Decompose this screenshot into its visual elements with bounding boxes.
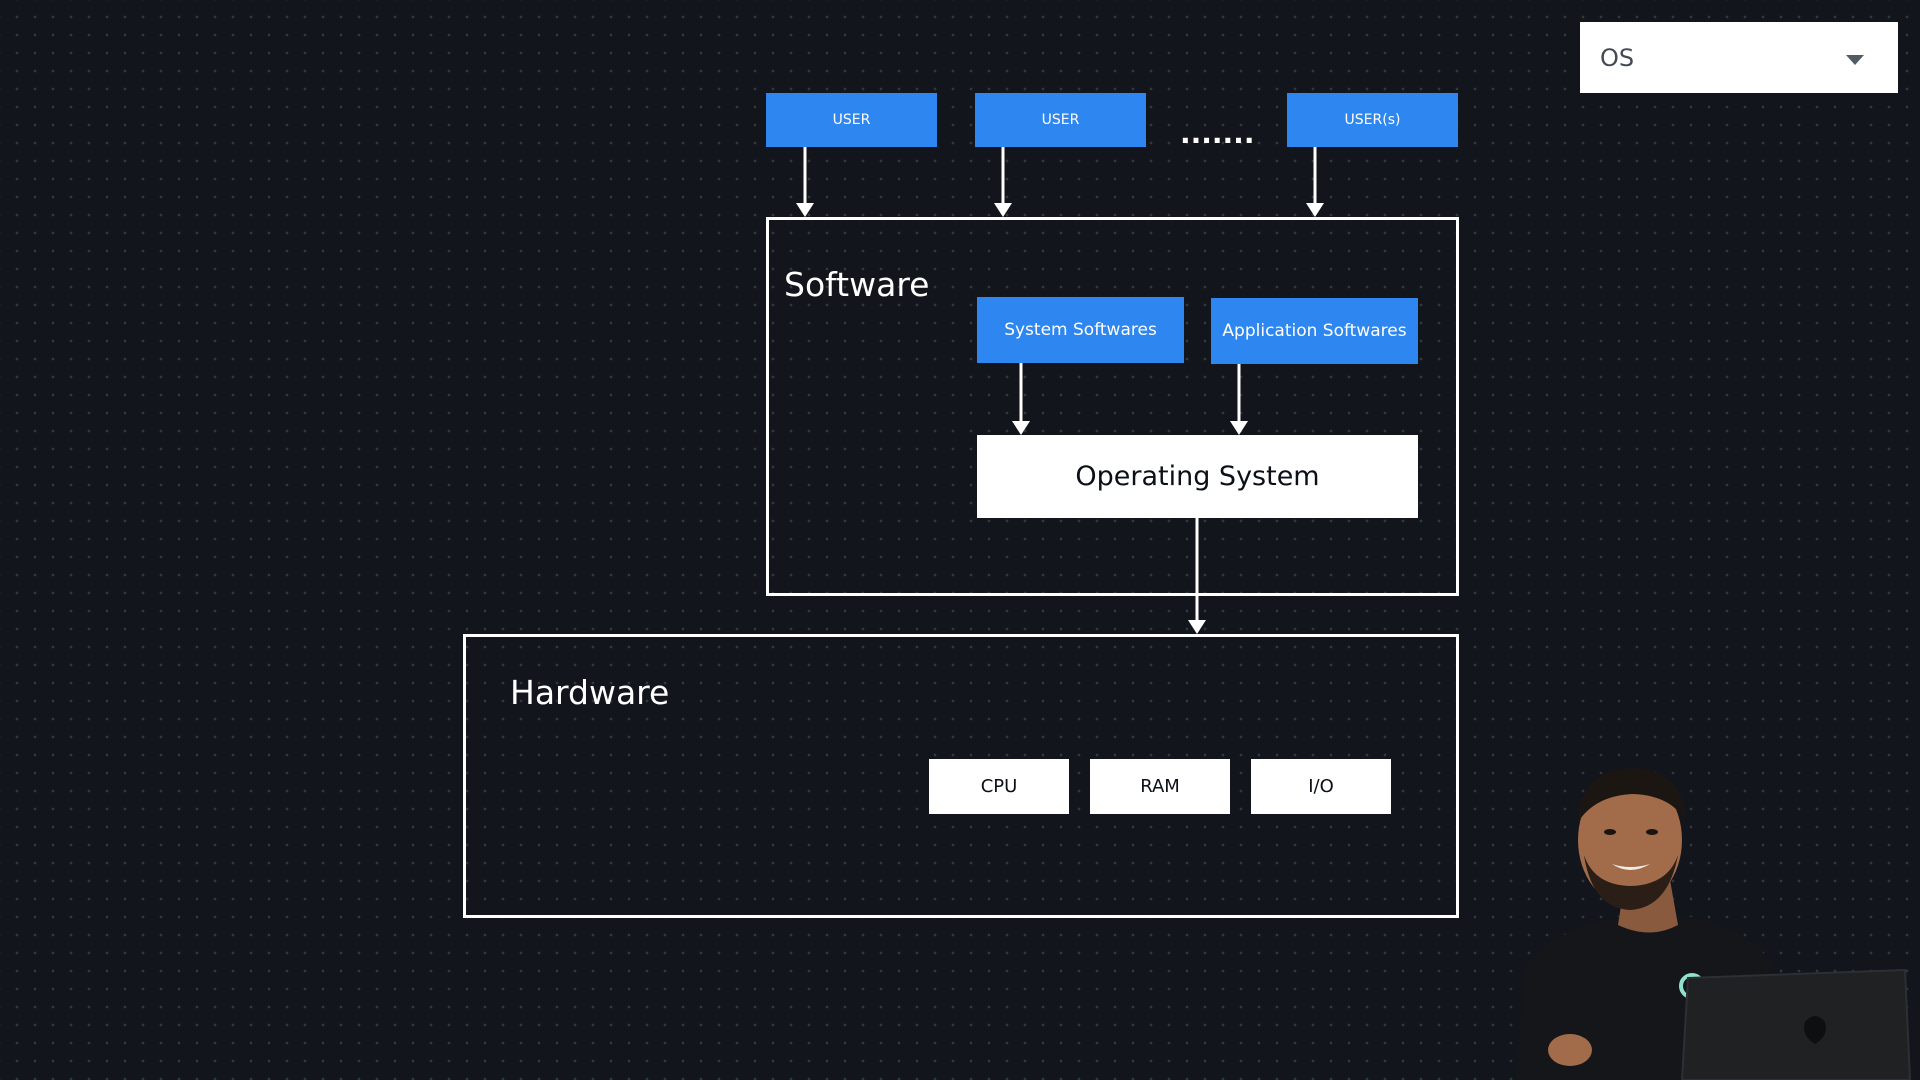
arrowhead-usern [1306,203,1324,217]
ram-box: RAM [1090,759,1230,814]
user-box-1: USER [766,93,937,147]
presenter-mouth [1612,864,1650,870]
presenter-eye-right [1646,829,1658,835]
hardware-title: Hardware [510,673,670,712]
presenter-beard [1584,855,1678,910]
io-box: I/O [1251,759,1391,814]
laptop-logo-icon [1804,1016,1826,1044]
presenter-hair [1578,768,1685,822]
presenter-hand-left [1548,1034,1592,1066]
system-softwares-box: System Softwares [977,297,1184,363]
hardware-frame [463,634,1459,918]
software-title: Software [784,265,930,304]
presenter-eye-left [1604,829,1616,835]
presenter-photo [1500,760,1920,1080]
laptop [1680,968,1912,1080]
user-box-n: USER(s) [1287,93,1458,147]
user-box-2: USER [975,93,1146,147]
arrowhead-user2 [994,203,1012,217]
chevron-down-icon[interactable] [1846,55,1864,65]
os-dropdown[interactable]: OS [1580,22,1898,93]
application-softwares-box: Application Softwares [1211,298,1418,364]
presenter-head [1578,774,1682,906]
software-frame [766,217,1459,596]
arrowhead-os [1188,620,1206,634]
operating-system-box: Operating System [977,435,1418,518]
cpu-box: CPU [929,759,1069,814]
os-dropdown-value: OS [1600,43,1635,72]
users-ellipsis: ....... [1180,117,1255,150]
arrowhead-user1 [796,203,814,217]
